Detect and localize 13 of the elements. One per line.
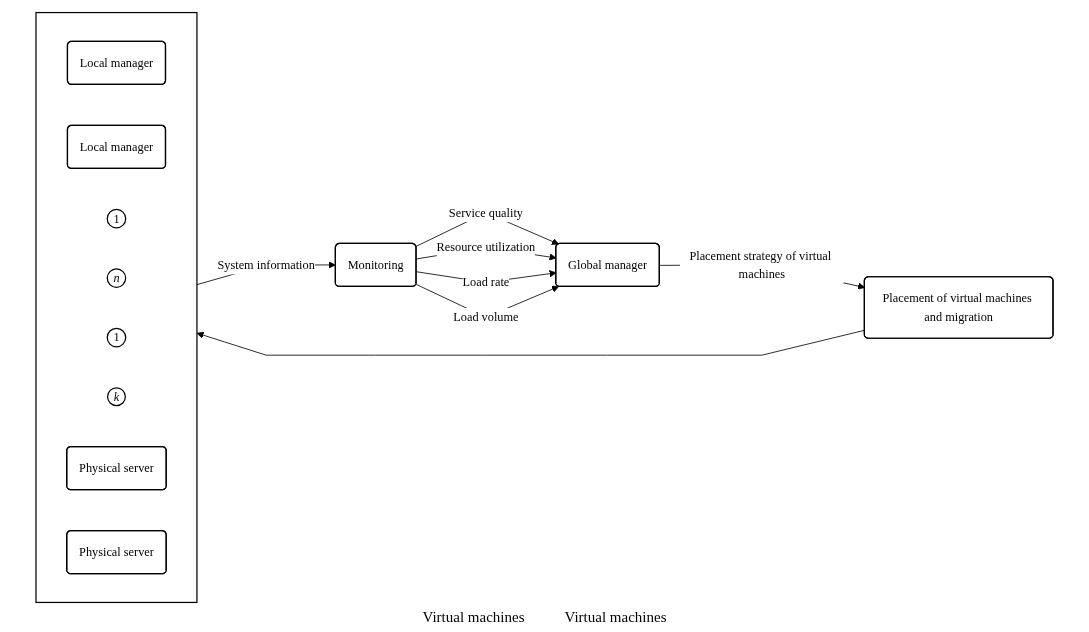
edge-label: Placement strategy of virtual machines bbox=[689, 248, 832, 281]
edge-label: System information bbox=[217, 258, 315, 272]
edge-label: Service quality bbox=[448, 205, 523, 220]
annotation-text: Virtual machines bbox=[564, 609, 667, 626]
node-circle: 1 bbox=[106, 327, 127, 348]
edge-label: Load volume bbox=[453, 310, 519, 324]
node-circle: 1 bbox=[106, 208, 127, 229]
node-circle: n bbox=[106, 268, 127, 288]
annotation-text: Virtual machines bbox=[422, 609, 525, 626]
edge-label: Resource utilization bbox=[436, 240, 536, 254]
edge-label: Load rate bbox=[462, 275, 510, 289]
cluster bbox=[35, 11, 198, 604]
node-circle: k bbox=[106, 387, 126, 407]
